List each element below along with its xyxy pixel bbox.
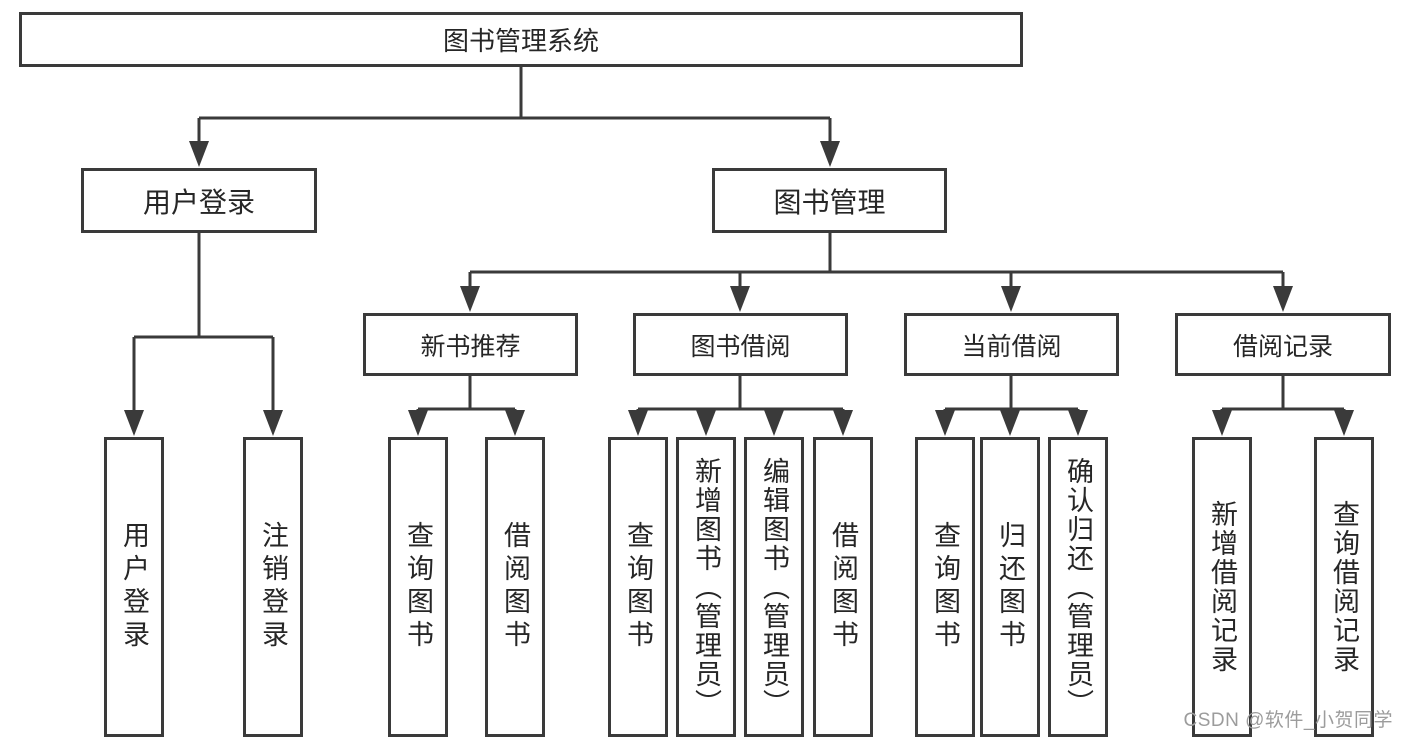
connector-segments — [132, 67, 1346, 418]
watermark: CSDN @软件_小贺同学 — [1183, 710, 1393, 731]
arrowheads — [124, 141, 1354, 436]
leaf-recommend-query-books: 查询图书 — [388, 437, 448, 737]
leaf-current-return-books: 归还图书 — [980, 437, 1040, 737]
leaf-user-login: 用户登录 — [104, 437, 164, 737]
node-book-management: 图书管理 — [712, 168, 947, 233]
leaf-current-confirm-return-admin: 确认归还（管理员） — [1048, 437, 1108, 737]
leaf-current-query-books: 查询图书 — [915, 437, 975, 737]
node-user-login: 用户登录 — [81, 168, 317, 233]
leaf-records-add-borrow-record: 新增借阅记录 — [1192, 437, 1252, 737]
leaf-borrowing-query-books: 查询图书 — [608, 437, 668, 737]
leaf-recommend-borrow-books: 借阅图书 — [485, 437, 545, 737]
node-borrowing-records: 借阅记录 — [1175, 313, 1391, 376]
leaf-records-query-borrow-record: 查询借阅记录 — [1314, 437, 1374, 737]
node-book-borrowing: 图书借阅 — [633, 313, 848, 376]
node-library-management-system: 图书管理系统 — [19, 12, 1023, 67]
node-current-borrowing: 当前借阅 — [904, 313, 1119, 376]
leaf-borrowing-borrow-books: 借阅图书 — [813, 437, 873, 737]
node-new-book-recommendation: 新书推荐 — [363, 313, 578, 376]
leaf-borrowing-add-books-admin: 新增图书（管理员） — [676, 437, 736, 737]
leaf-logout-login: 注销登录 — [243, 437, 303, 737]
leaf-borrowing-edit-books-admin: 编辑图书（管理员） — [744, 437, 804, 737]
